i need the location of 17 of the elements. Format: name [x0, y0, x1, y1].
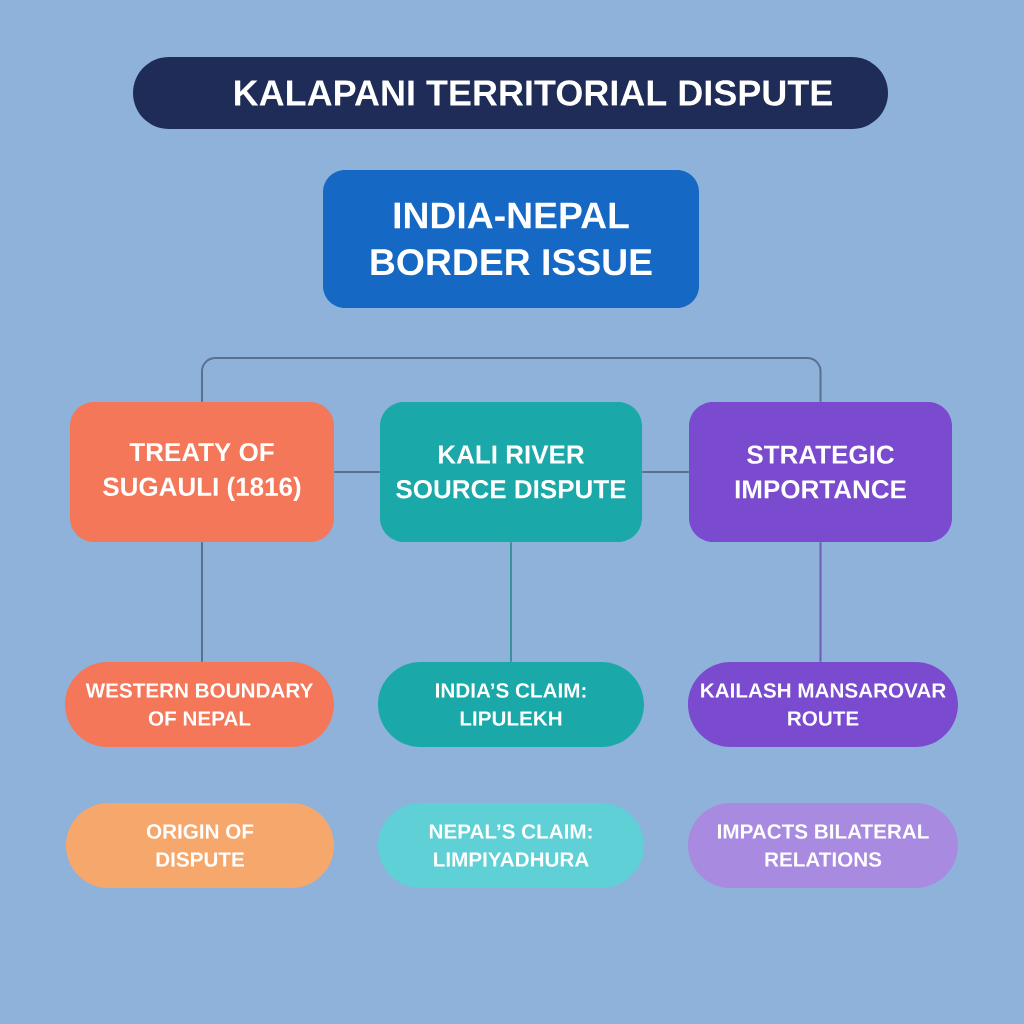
- connector-line: [201, 357, 822, 403]
- subtopic-pill: INDIA’S CLAIM: LIPULEKH: [378, 662, 644, 747]
- subtopic-pill: KAILASH MANSAROVAR ROUTE: [688, 662, 958, 747]
- topic-box: INDIA-NEPAL BORDER ISSUE: [323, 170, 699, 308]
- subtopic-pill: IMPACTS BILATERAL RELATIONS: [688, 803, 958, 888]
- connector-line: [510, 541, 512, 663]
- connector-line: [819, 541, 822, 663]
- connector-line: [641, 471, 690, 473]
- category-box: TREATY OF SUGAULI (1816): [70, 402, 334, 542]
- connector-line: [201, 541, 203, 663]
- connector-line: [333, 471, 381, 473]
- subtopic-pill: ORIGIN OF DISPUTE: [66, 803, 334, 888]
- category-box: STRATEGIC IMPORTANCE: [689, 402, 952, 542]
- category-box: KALI RIVER SOURCE DISPUTE: [380, 402, 642, 542]
- subtopic-pill: WESTERN BOUNDARY OF NEPAL: [65, 662, 334, 747]
- title-banner: KALAPANI TERRITORIAL DISPUTE: [133, 57, 888, 129]
- subtopic-pill: NEPAL’S CLAIM: LIMPIYADHURA: [378, 803, 644, 888]
